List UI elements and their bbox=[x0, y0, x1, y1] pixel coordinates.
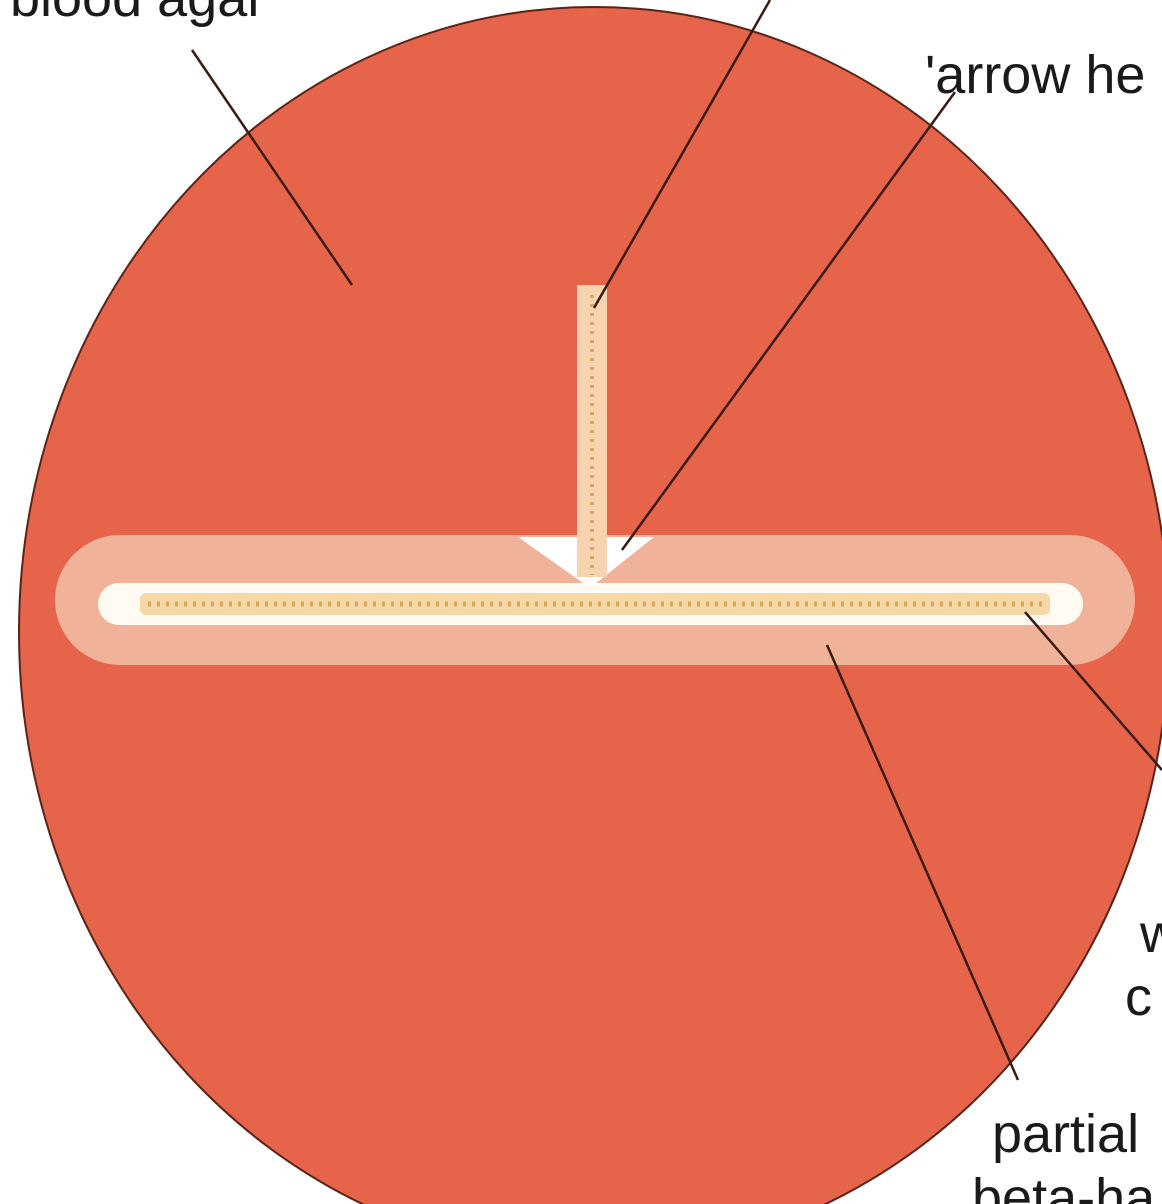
label-right-c: c bbox=[1125, 967, 1152, 1027]
label-blood-agar: blood agar bbox=[10, 0, 265, 28]
label-beta-haemolysis: beta-ha bbox=[972, 1168, 1156, 1204]
label-right-w: w bbox=[1139, 904, 1162, 964]
label-arrow-head: 'arrow he bbox=[925, 45, 1145, 105]
label-partial: partial bbox=[992, 1104, 1139, 1164]
